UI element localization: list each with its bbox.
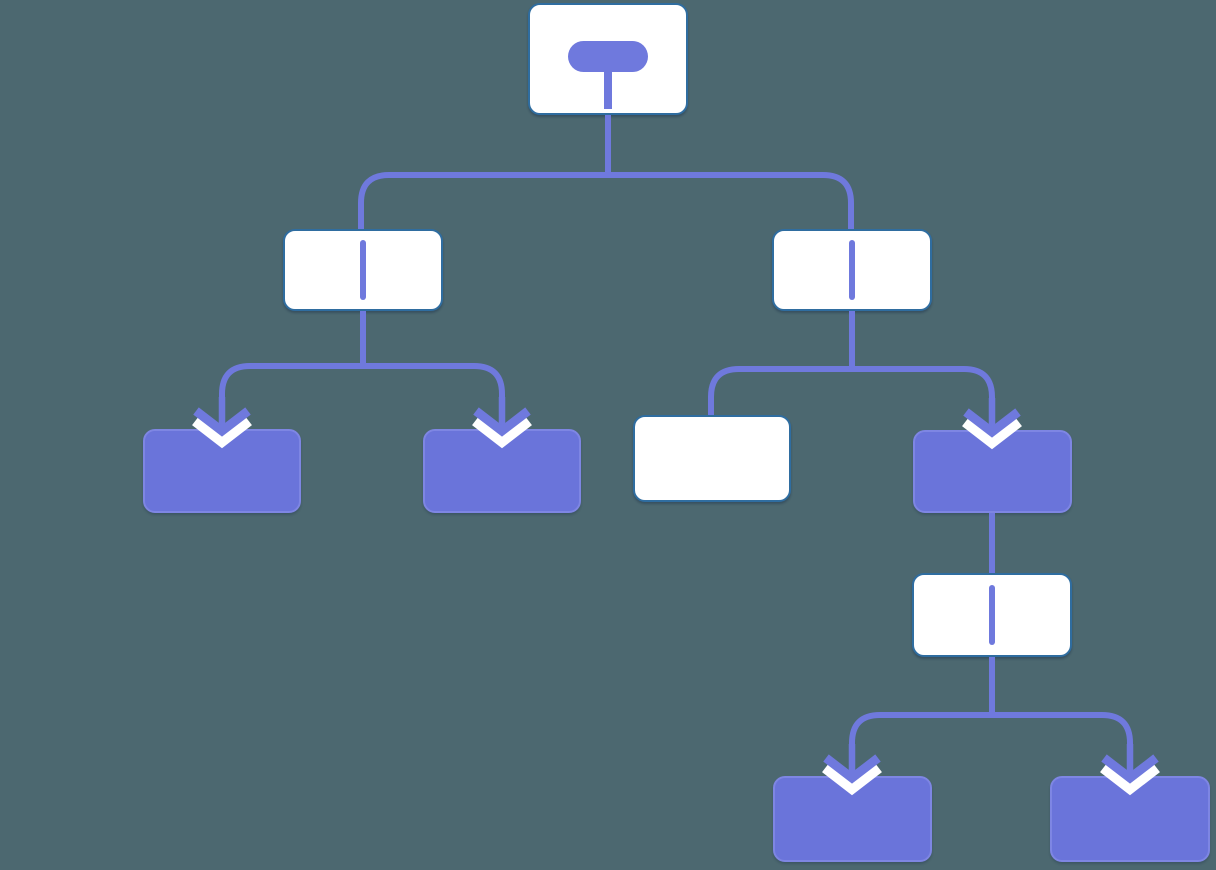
connector-branchleft-to-leaves xyxy=(219,311,505,407)
connector-branchright-to-children xyxy=(708,311,995,415)
collapsed-indicator-bar xyxy=(989,585,995,645)
connector-root-to-level2 xyxy=(358,115,854,229)
node-leaf-c[interactable] xyxy=(773,776,932,862)
node-leaf-a[interactable] xyxy=(143,429,301,513)
node-branch-left[interactable] xyxy=(283,229,443,311)
node-leaf-b[interactable] xyxy=(423,429,581,513)
root-pill-icon xyxy=(568,41,648,72)
node-root[interactable] xyxy=(528,3,688,115)
collapsed-indicator-bar xyxy=(849,240,855,300)
root-pill-stem-icon xyxy=(604,71,612,109)
node-leaf-d[interactable] xyxy=(1050,776,1210,862)
collapsed-indicator-bar xyxy=(360,240,366,300)
node-branch-right[interactable] xyxy=(772,229,932,311)
node-plain[interactable] xyxy=(633,415,791,502)
node-subtree-top[interactable] xyxy=(913,430,1072,513)
connector-branchmid-to-leaves xyxy=(849,657,1133,754)
node-branch-mid[interactable] xyxy=(912,573,1072,657)
